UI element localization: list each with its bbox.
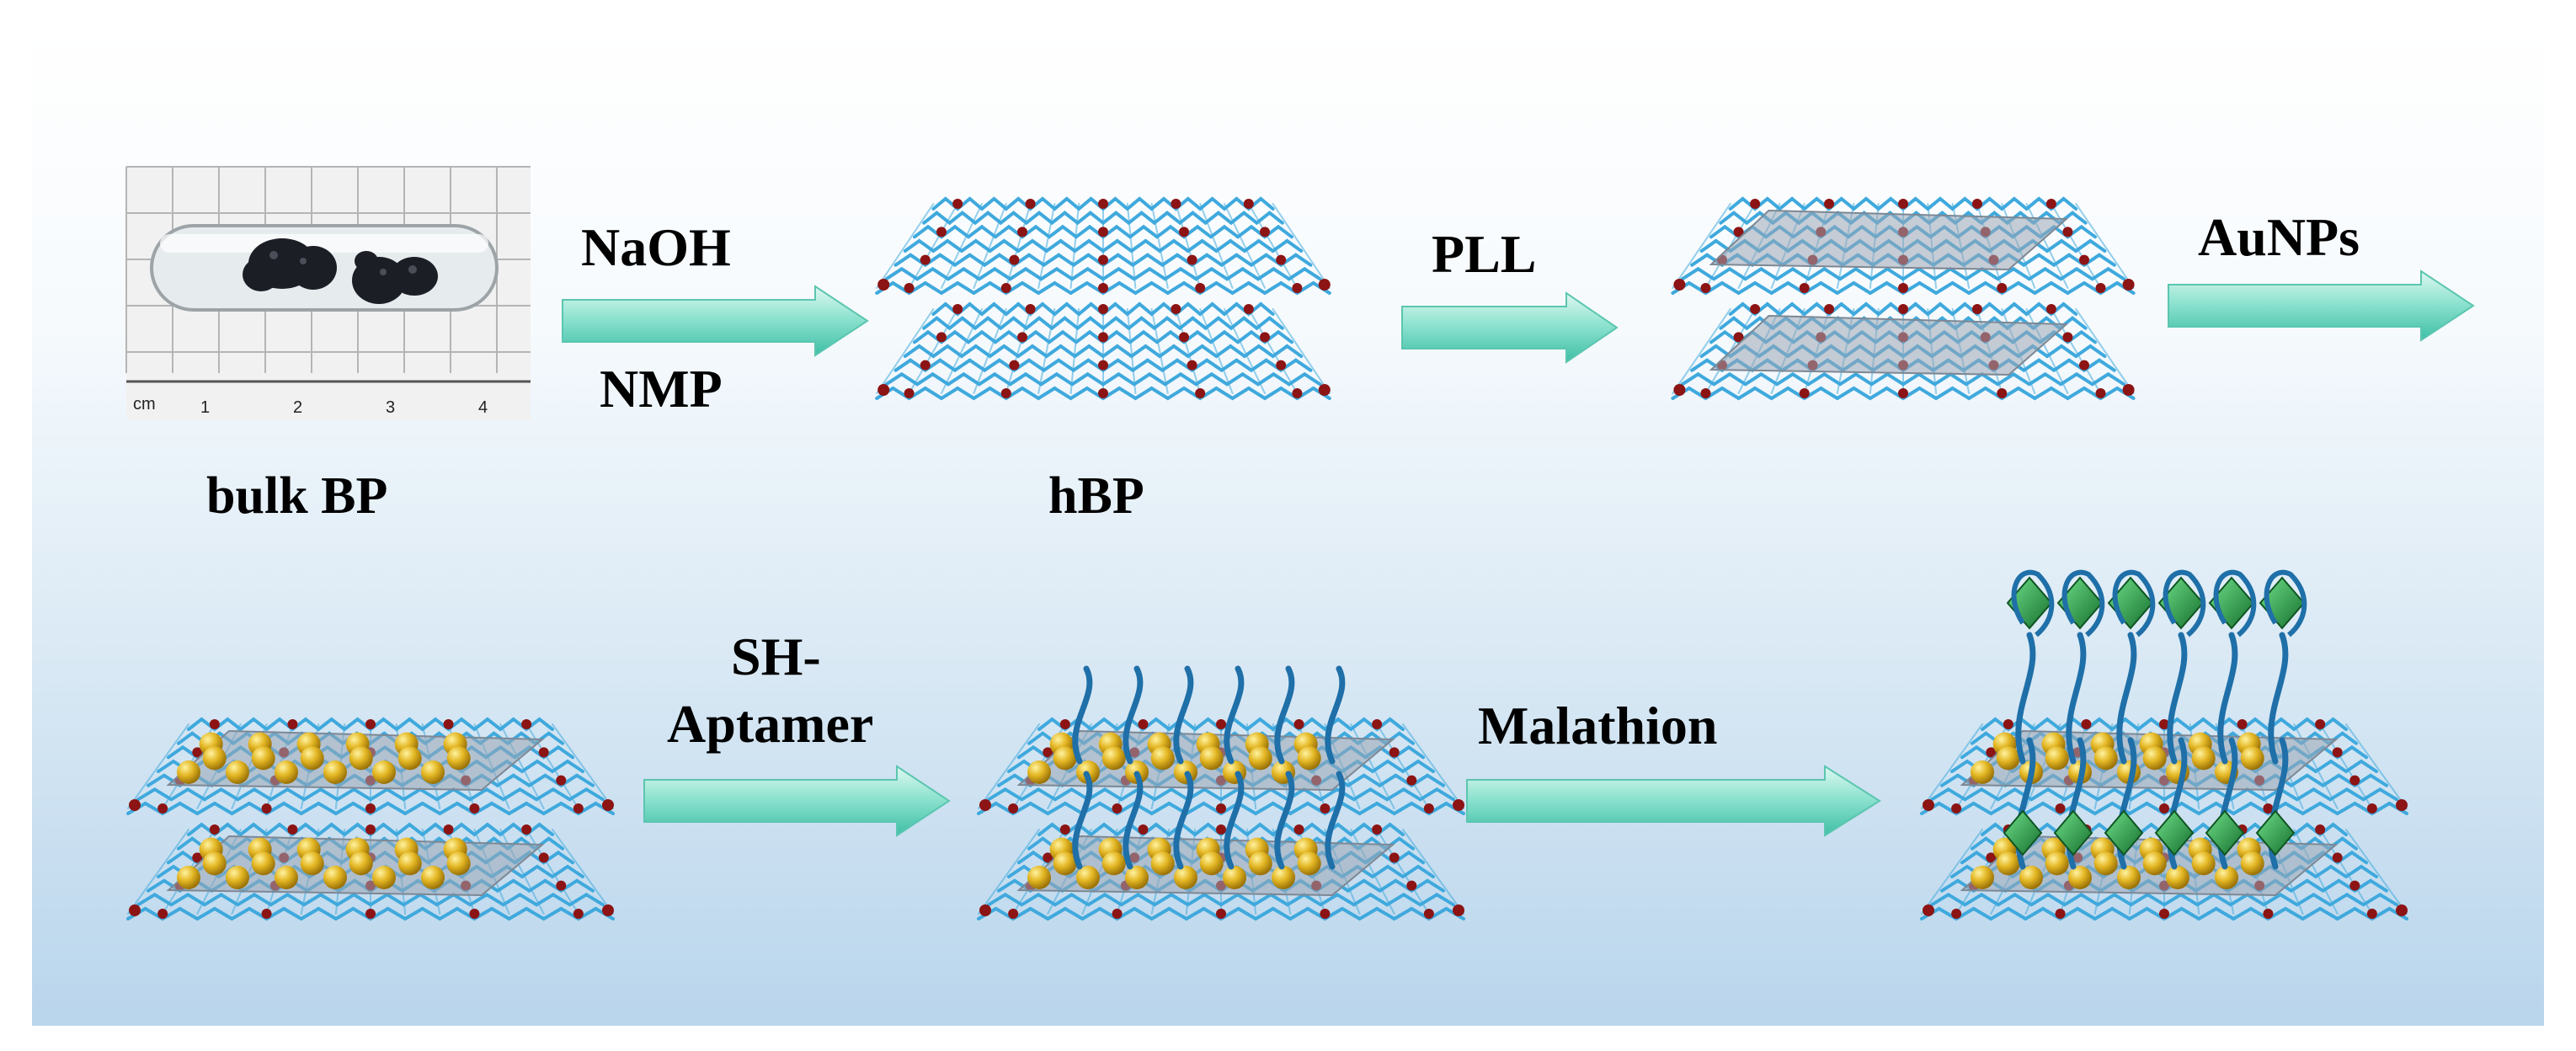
aunps-decorated-layers — [118, 665, 623, 935]
aptamer-label: Aptamer — [667, 694, 874, 754]
arrow-3 — [2168, 270, 2501, 341]
hbp-layer-structure — [867, 162, 1339, 414]
ruler-tick-2: 2 — [293, 398, 302, 417]
ruler-tick-4: 4 — [478, 398, 488, 417]
pll-coated-layers — [1663, 162, 2143, 414]
pll-label: PLL — [1432, 224, 1537, 284]
arrow-5 — [1466, 766, 1880, 836]
nmp-label: NMP — [600, 359, 723, 419]
ruler-tick-3: 3 — [386, 398, 395, 417]
sh-label: SH- — [731, 627, 821, 686]
ruler-tick-1: 1 — [200, 398, 210, 417]
bulk-bp-photo: cm 1 2 3 4 — [125, 166, 531, 419]
bulk-bp-label: bulk BP — [206, 467, 388, 525]
naoh-label: NaOH — [581, 217, 731, 277]
arrow-1 — [562, 285, 868, 356]
arrow-2 — [1401, 292, 1618, 363]
ruler-tick-cm: cm — [133, 395, 156, 413]
malathion-bound-sensor — [1912, 569, 2417, 935]
aptamer-functionalized-layers — [968, 648, 1474, 935]
hbp-label: hBP — [1048, 467, 1144, 525]
malathion-label: Malathion — [1478, 696, 1718, 755]
aunps-label: AuNPs — [2198, 207, 2360, 267]
arrow-4 — [643, 766, 973, 836]
